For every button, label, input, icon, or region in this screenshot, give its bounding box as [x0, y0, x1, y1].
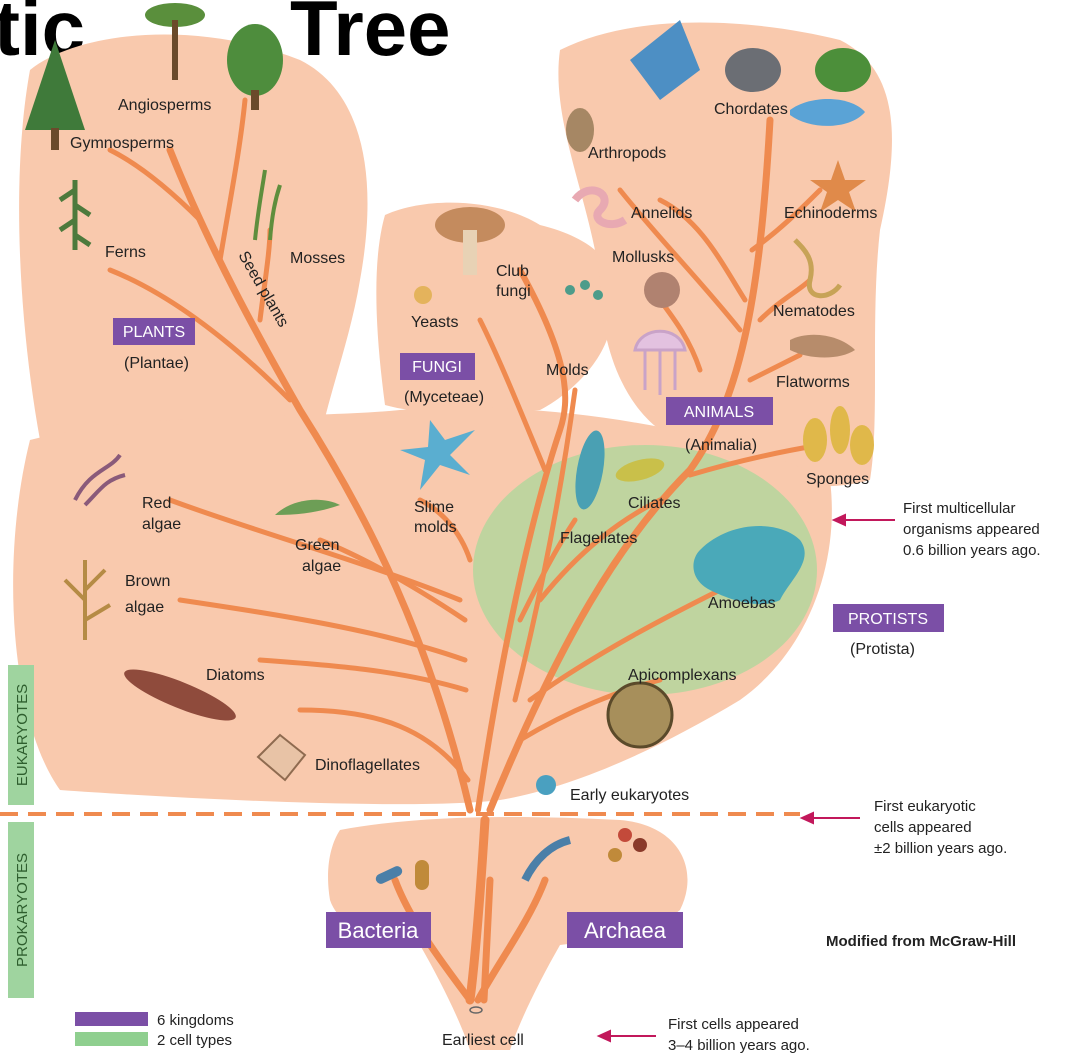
yeast-cell-icon: [414, 286, 432, 304]
first-cells-note-line1: First cells appeared: [668, 1016, 799, 1033]
eukaryotic-note-line2: cells appeared: [874, 819, 972, 836]
label-ciliates: Ciliates: [628, 495, 680, 512]
label-apicomplexans: Apicomplexans: [628, 667, 737, 684]
label-molds: Molds: [546, 362, 589, 379]
label-angiosperms: Angiosperms: [118, 97, 211, 114]
label-club-fungi-line1: Club: [496, 263, 529, 280]
multicellular-note-line2: organisms appeared: [903, 521, 1040, 538]
frog-icon: [815, 48, 871, 92]
label-green-algae-line1: Green: [295, 537, 339, 554]
label-yeasts: Yeasts: [411, 314, 458, 331]
label-brown-algae-line2: algae: [125, 599, 164, 616]
label-arthropods: Arthropods: [588, 145, 666, 162]
snail-icon: [644, 272, 680, 308]
label-brown-algae-line1: Brown: [125, 573, 170, 590]
label-dinoflagellates: Dinoflagellates: [315, 757, 420, 774]
first-cells-note-line2: 3–4 billion years ago.: [668, 1037, 810, 1054]
prokaryotes-label: PROKARYOTES: [14, 853, 31, 967]
legend-label-cell-types: 2 cell types: [157, 1032, 232, 1049]
archaea-name: Archaea: [584, 918, 667, 943]
mouse-icon: [725, 48, 781, 92]
animals-kingdom-latin: (Animalia): [685, 437, 757, 454]
eukaryotic-arrowhead: [802, 813, 813, 823]
multicellular-note-line1: First multicellular: [903, 500, 1016, 517]
first-cells-arrowhead: [599, 1031, 610, 1041]
legend-swatch-cell-types: [75, 1032, 148, 1046]
animals-kingdom-name: ANIMALS: [684, 404, 754, 421]
protists-kingdom-name: PROTISTS: [848, 611, 928, 628]
label-red-algae-line1: Red: [142, 495, 171, 512]
legend: 6 kingdoms 2 cell types: [75, 1012, 234, 1049]
legend-label-kingdoms: 6 kingdoms: [157, 1012, 234, 1029]
cell-type-labels: EUKARYOTES PROKARYOTES: [8, 665, 34, 998]
label-flagellates: Flagellates: [560, 530, 637, 547]
label-green-algae-line2: algae: [302, 558, 341, 575]
label-sponges: Sponges: [806, 471, 869, 488]
label-echinoderms: Echinoderms: [784, 205, 877, 222]
label-amoebas: Amoebas: [708, 595, 776, 612]
label-mosses: Mosses: [290, 250, 345, 267]
label-annelids: Annelids: [631, 205, 692, 222]
protists-kingdom-latin: (Protista): [850, 641, 915, 658]
label-chordates: Chordates: [714, 101, 788, 118]
plants-kingdom-name: PLANTS: [123, 324, 185, 341]
label-gymnosperms: Gymnosperms: [70, 135, 174, 152]
title-right-fragment: Tree: [290, 0, 450, 72]
multicellular-arrowhead: [834, 515, 845, 525]
label-nematodes: Nematodes: [773, 303, 855, 320]
label-slime-molds-line2: molds: [414, 519, 457, 536]
label-slime-molds-line1: Slime: [414, 499, 454, 516]
label-ferns: Ferns: [105, 244, 146, 261]
label-early-eukaryotes: Early eukaryotes: [570, 787, 689, 804]
plants-kingdom-latin: (Plantae): [124, 355, 189, 372]
eukaryotic-note-line3: ±2 billion years ago.: [874, 840, 1007, 857]
label-flatworms: Flatworms: [776, 374, 850, 391]
label-red-algae-line2: algae: [142, 516, 181, 533]
label-mollusks: Mollusks: [612, 249, 674, 266]
early-eukaryote-cell-icon: [536, 775, 556, 795]
credit-line: Modified from McGraw-Hill: [826, 933, 1016, 950]
bacteria-name: Bacteria: [338, 918, 419, 943]
label-club-fungi-line2: fungi: [496, 283, 531, 300]
multicellular-note-line3: 0.6 billion years ago.: [903, 542, 1041, 559]
legend-swatch-kingdoms: [75, 1012, 148, 1026]
fungi-kingdom-name: FUNGI: [412, 359, 462, 376]
label-diatoms: Diatoms: [206, 667, 265, 684]
fungi-kingdom-latin: (Myceteae): [404, 389, 484, 406]
eukaryotic-note-line1: First eukaryotic: [874, 798, 976, 815]
eukaryotes-label: EUKARYOTES: [14, 684, 31, 786]
apicomplexan-icon: [608, 683, 672, 747]
label-earliest-cell: Earliest cell: [442, 1032, 524, 1049]
